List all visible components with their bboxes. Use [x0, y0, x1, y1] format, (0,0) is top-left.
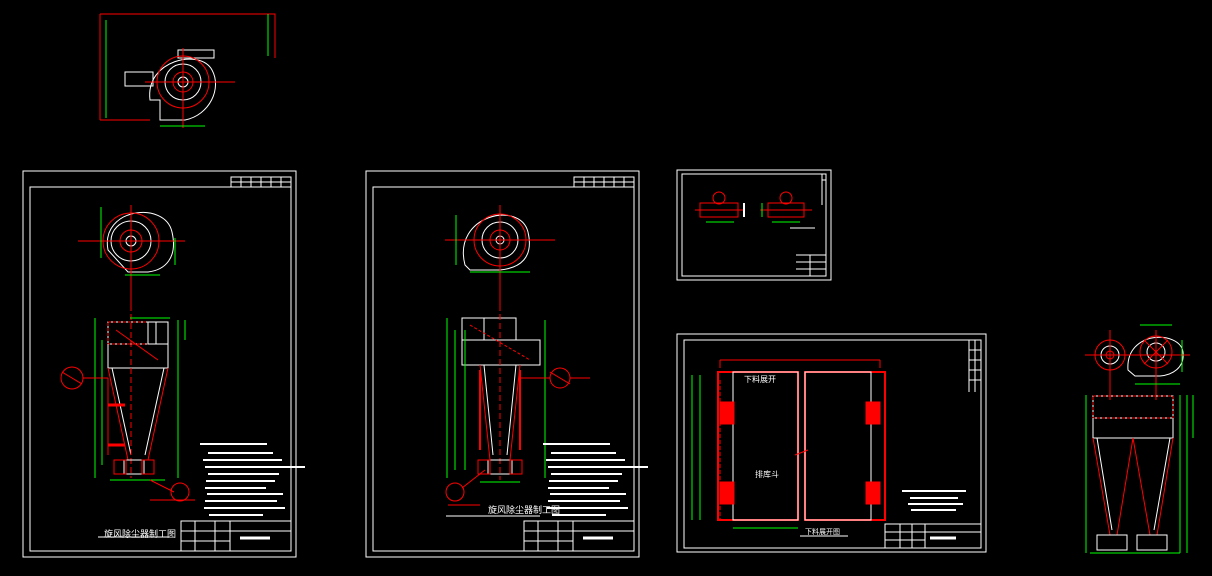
drawing-sheet-1: [22, 170, 305, 558]
sheet4-panel-label: 下料展开: [744, 375, 776, 384]
sheet2-title: 旋风除尘器制工图: [488, 506, 561, 516]
sheet4-title: 下料展开图: [805, 528, 840, 536]
sheet1-title: 旋风除尘器制工图: [104, 530, 177, 540]
drawing-sheet-3: [676, 169, 832, 281]
fan-volute-top-view: [99, 13, 276, 128]
drawing-sheet-4: [676, 333, 987, 553]
twin-cyclone-elevation: [1085, 324, 1194, 554]
drawing-sheet-2: [365, 170, 648, 558]
sheet4-hopper-label: 排库斗: [755, 470, 779, 479]
